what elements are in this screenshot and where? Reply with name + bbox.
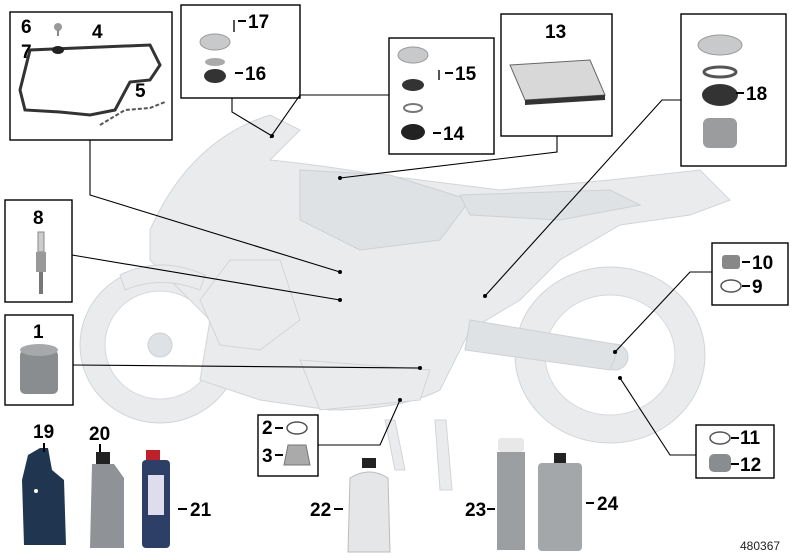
callout-box-16-17 — [180, 4, 301, 99]
callout-8: 8 — [33, 208, 44, 229]
part-ring-11 — [709, 431, 731, 445]
part-reservoir-14-15 — [397, 46, 440, 140]
part-ring-2 — [286, 421, 308, 435]
part-plug-3 — [283, 444, 311, 466]
callout-box-1 — [4, 314, 74, 406]
callout-22: 22 — [310, 500, 331, 521]
callout-4: 4 — [92, 22, 103, 43]
callout-box-11-12 — [695, 424, 775, 479]
callout-box-8 — [4, 199, 73, 303]
callout-1: 1 — [33, 322, 44, 343]
cartridge-21 — [142, 450, 170, 548]
callout-24: 24 — [597, 494, 619, 515]
callout-3: 3 — [262, 446, 273, 467]
callout-21: 21 — [190, 500, 212, 521]
callout-5: 5 — [135, 81, 146, 102]
part-ring-9 — [720, 279, 742, 293]
motorcycle-illustration — [79, 114, 731, 491]
leader-lines — [71, 94, 712, 456]
callout-2: 2 — [262, 418, 273, 439]
spray-can-23 — [497, 438, 525, 550]
callout-6: 6 — [21, 17, 32, 38]
callout-7: 7 — [21, 42, 32, 63]
part-gasket-4 — [18, 43, 162, 117]
part-seal-kit-18 — [697, 34, 743, 148]
diagram-reference-number: 480367 — [740, 539, 780, 553]
part-screw-17 — [233, 20, 235, 32]
oil-bottle-19 — [22, 448, 66, 545]
callout-15: 15 — [455, 64, 477, 85]
part-spark-plug-8 — [36, 231, 46, 294]
callout-23: 23 — [465, 500, 486, 521]
callout-19: 19 — [33, 422, 54, 443]
part-plug-12 — [709, 454, 731, 472]
part-filter-1 — [20, 344, 58, 394]
oil-bottle-20 — [90, 452, 124, 548]
part-grommet-7 — [52, 46, 64, 54]
part-plug-10 — [722, 255, 740, 269]
callout-box-14-15 — [388, 37, 495, 155]
part-gasket-5 — [99, 101, 166, 126]
callout-17: 17 — [248, 12, 269, 33]
callout-16: 16 — [245, 64, 266, 85]
callout-box-9-10 — [711, 242, 789, 306]
callout-13: 13 — [545, 22, 566, 43]
bottle-22 — [347, 458, 391, 553]
callout-12: 12 — [740, 455, 761, 476]
callout-dashes — [43, 20, 750, 510]
callout-14: 14 — [443, 124, 465, 145]
part-bolt-6 — [54, 23, 62, 36]
can-24 — [538, 453, 582, 551]
part-cap-16-17 — [199, 33, 231, 83]
callout-20: 20 — [89, 424, 110, 445]
callout-box-4-7 — [9, 11, 173, 141]
part-air-filter-13 — [509, 59, 606, 105]
callout-box-18 — [680, 13, 787, 167]
callout-9: 9 — [752, 277, 763, 298]
callout-11: 11 — [740, 428, 761, 449]
callout-10: 10 — [752, 253, 773, 274]
callout-18: 18 — [746, 84, 767, 105]
